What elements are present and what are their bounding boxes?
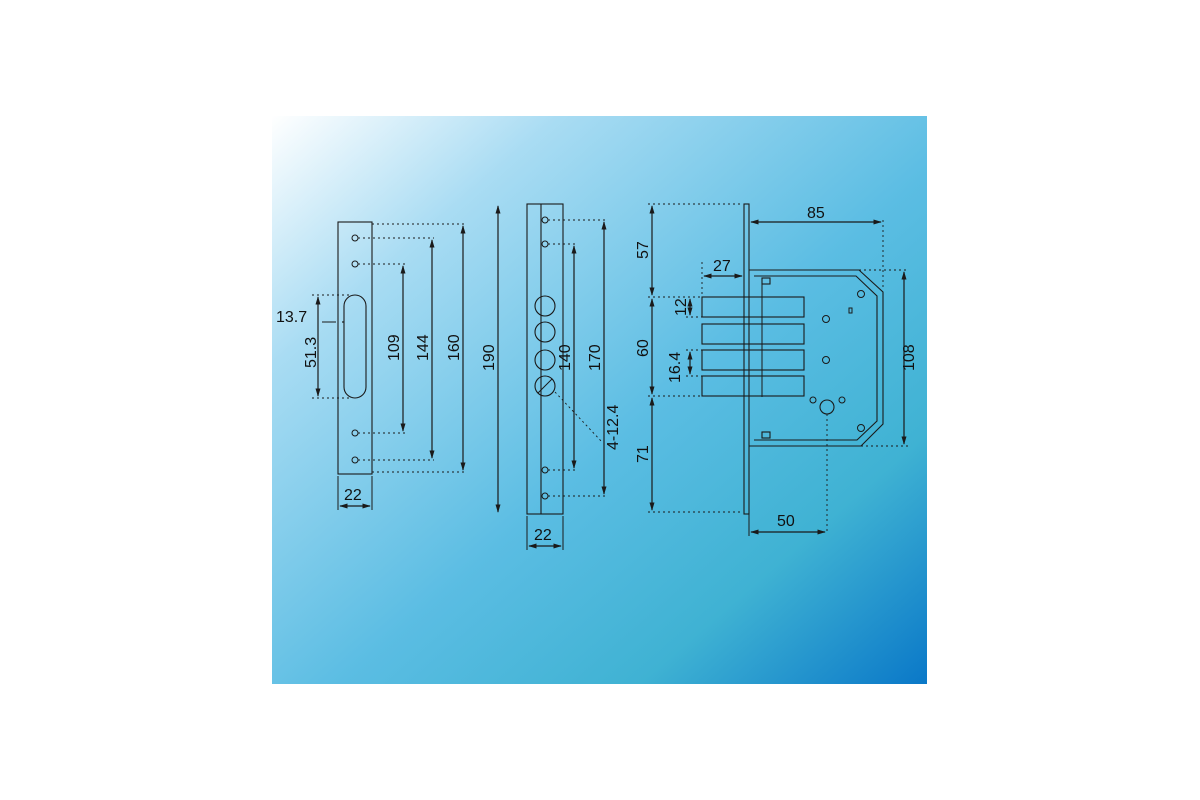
case-screw — [809, 396, 817, 404]
dim-label-bolt-holes: 4-12.4 — [605, 405, 622, 450]
drawing-panel: 13.7 51.3 109 144 160 22 190 140 170 4-1… — [272, 116, 927, 684]
lock-bolt — [701, 375, 805, 397]
dim-label-bolt-spacing: 16.4 — [667, 352, 684, 383]
case-screw — [857, 290, 865, 298]
case-screw — [838, 396, 846, 404]
case-notch — [761, 431, 771, 439]
dim-label-faceplate-width: 22 — [534, 527, 552, 544]
case-screw — [822, 315, 830, 323]
dim-label-faceplate-hole-inner: 140 — [557, 344, 574, 371]
dim-label-bottom-offset: 71 — [635, 445, 652, 463]
dim-label-faceplate-hole-outer: 170 — [587, 344, 604, 371]
lock-case-outline — [749, 269, 884, 447]
dim-label-depth: 85 — [807, 205, 825, 222]
dim-label-slot-width: 13.7 — [276, 309, 307, 326]
lock-bolt — [701, 349, 805, 371]
bolt-hole — [534, 349, 556, 371]
technical-drawing: 13.7 51.3 109 144 160 22 190 140 170 4-1… — [272, 116, 927, 684]
lock-faceplate-side — [743, 203, 750, 515]
lock-bolt — [701, 296, 805, 318]
dim-label-faceplate-height: 190 — [481, 344, 498, 371]
dim-label-hole-span-outer: 144 — [415, 334, 432, 361]
strike-plate-slot — [343, 294, 367, 399]
dim-label-top-offset: 57 — [635, 241, 652, 259]
faceplate-view: 190 140 170 4-12.4 22 — [481, 203, 622, 550]
lock-bolt — [701, 323, 805, 345]
strike-plate-view: 13.7 51.3 109 144 160 22 — [276, 221, 466, 510]
dim-label-bolt-projection: 27 — [713, 258, 731, 275]
dim-label-backset: 50 — [777, 513, 795, 530]
dim-label-strike-height: 160 — [446, 334, 463, 361]
faceplate-outline — [526, 203, 564, 515]
dim-label-bolt-height: 12 — [673, 298, 690, 316]
bolt-hole — [534, 375, 556, 397]
bolt-hole — [534, 321, 556, 343]
dim-label-body-height: 108 — [901, 344, 918, 371]
gradient-background — [272, 116, 927, 684]
dim-label-hole-span-inner: 109 — [386, 334, 403, 361]
strike-plate-outline — [337, 221, 373, 475]
bolt-hole — [534, 295, 556, 317]
dim-label-strike-width: 22 — [344, 487, 362, 504]
lock-body-view: 57 60 71 12 16.4 27 85 108 50 — [635, 203, 918, 536]
dim-label-slot-height: 51.3 — [303, 337, 320, 368]
case-notch — [761, 277, 771, 285]
dim-label-bolt-zone: 60 — [635, 339, 652, 357]
case-screw — [857, 424, 865, 432]
case-screw — [822, 356, 830, 364]
